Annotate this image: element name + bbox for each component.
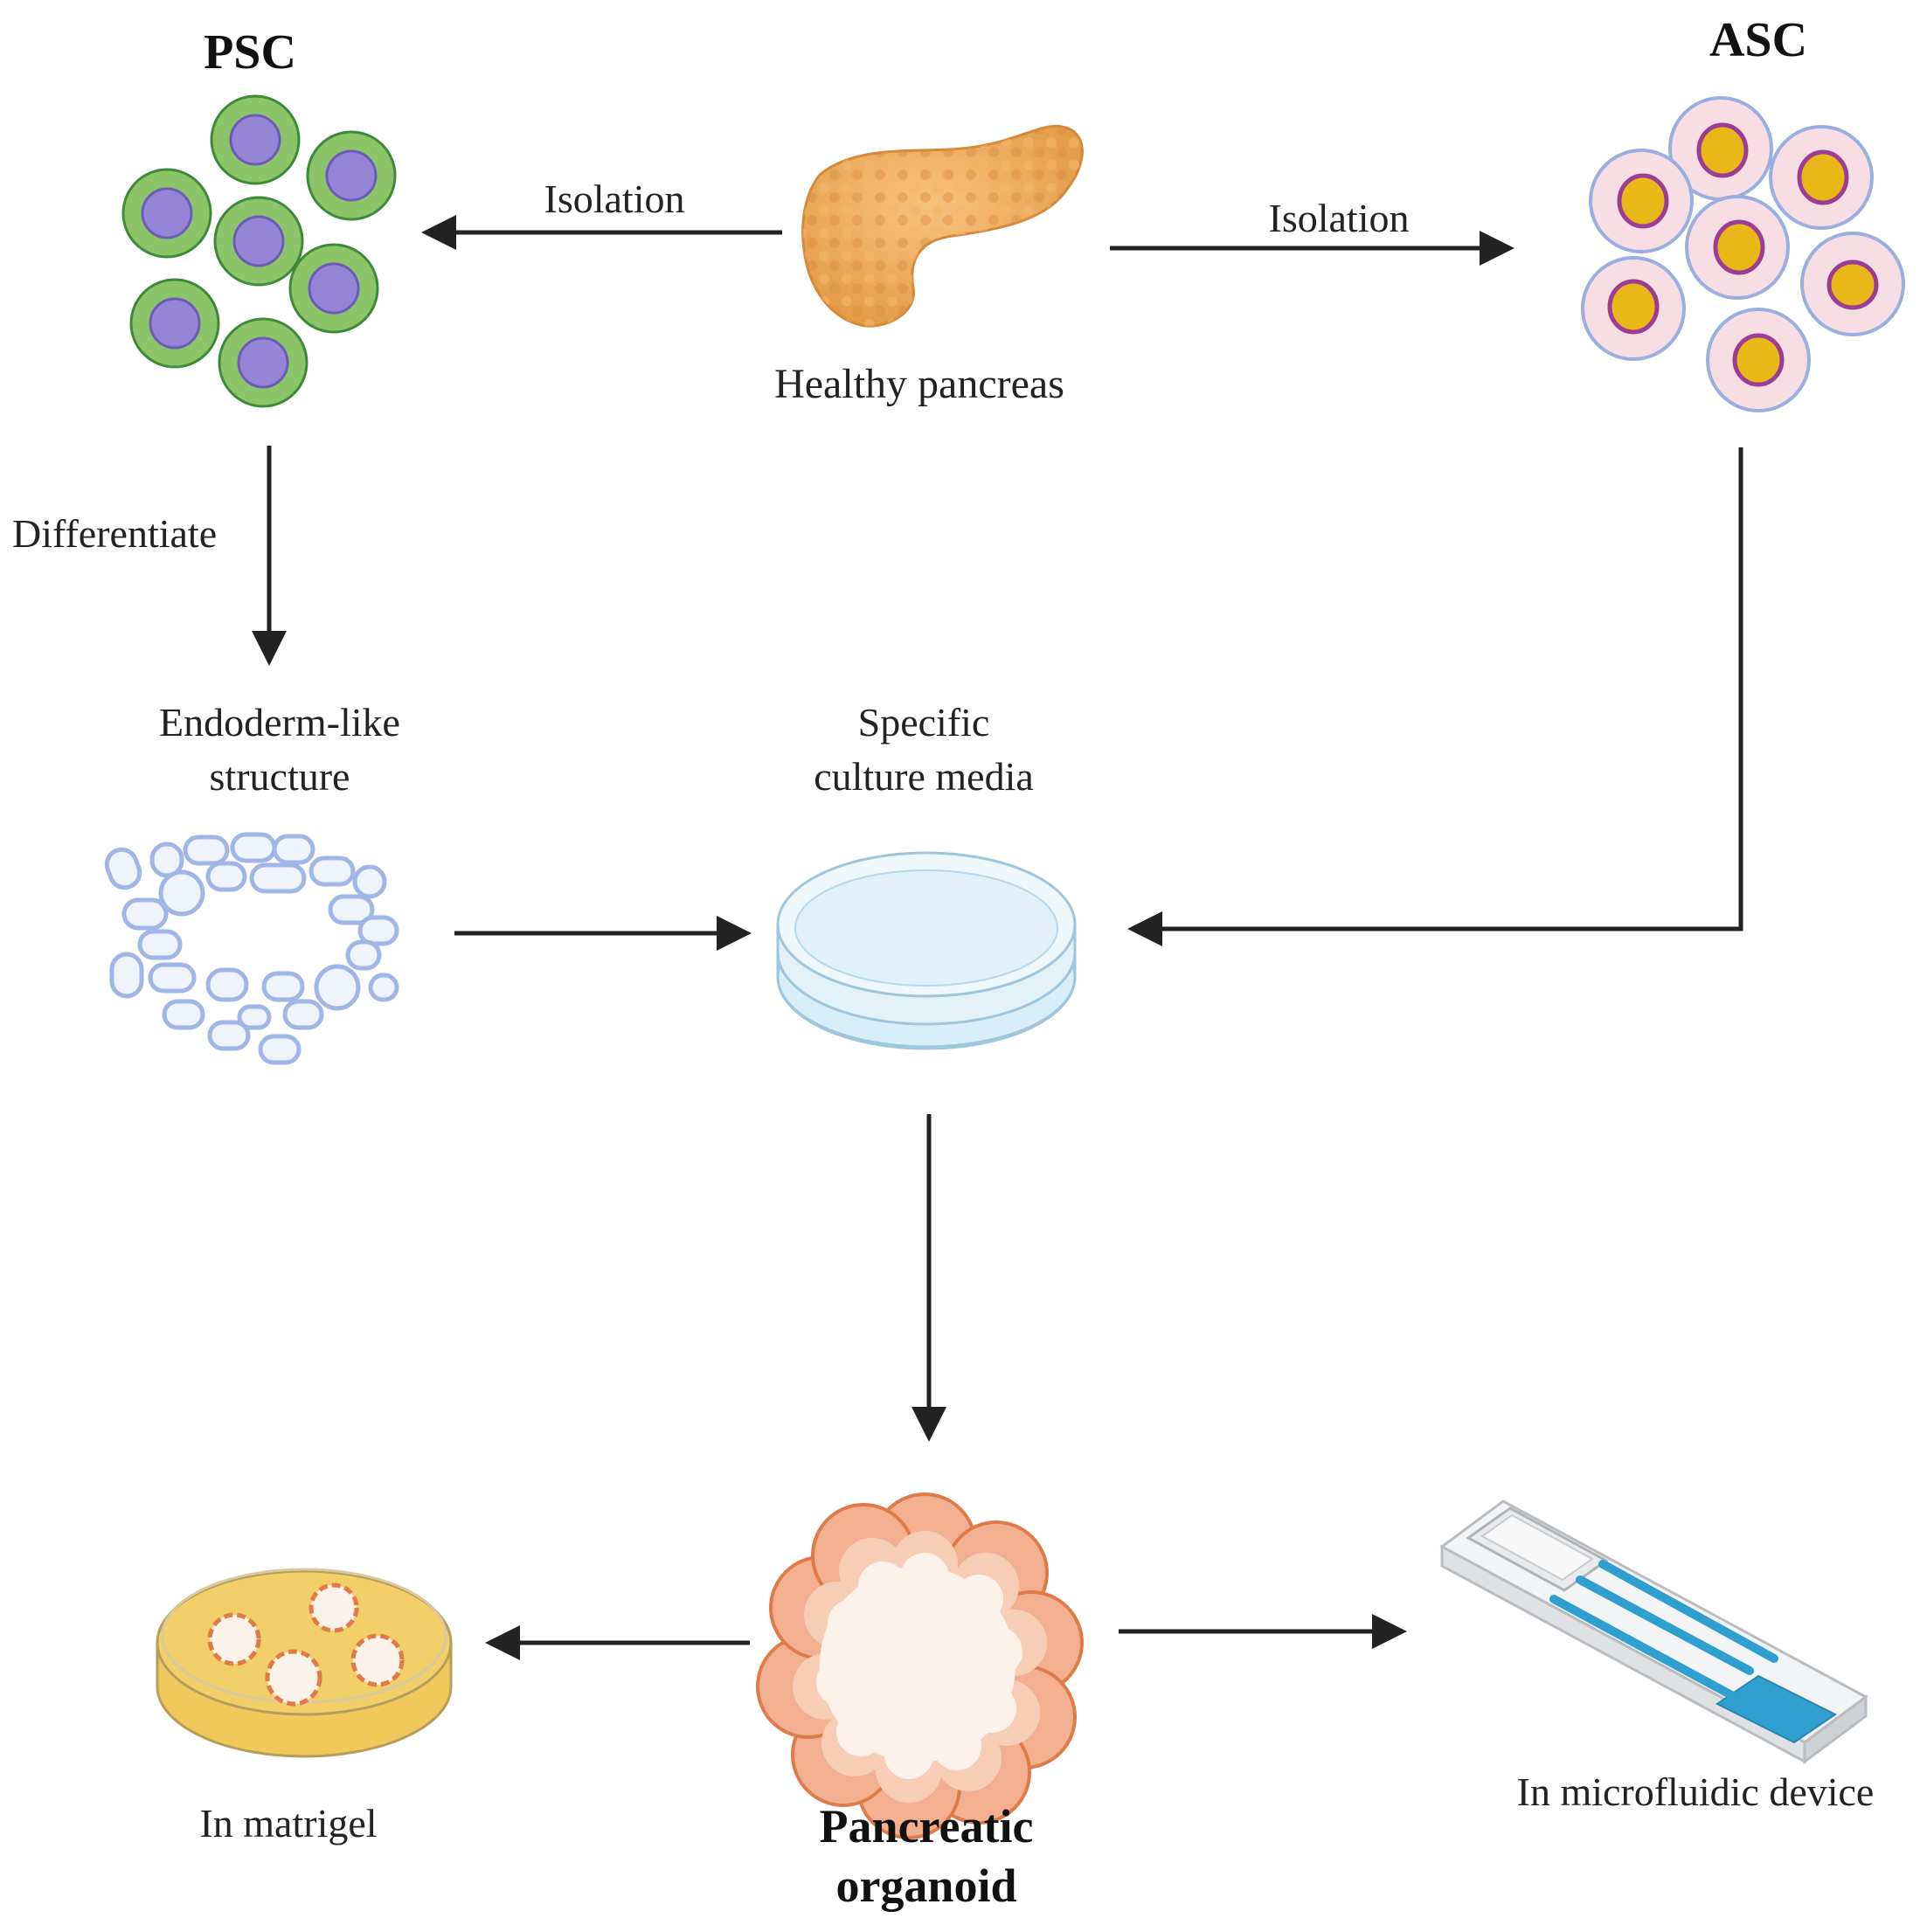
- asc-title: ASC: [1709, 13, 1807, 67]
- healthy-pancreas-label: Healthy pancreas: [774, 361, 1064, 407]
- endoderm-label-line1: Endoderm-like: [159, 700, 400, 744]
- matrigel-label: In matrigel: [199, 1801, 377, 1845]
- organoid-label-line1: Pancreatic: [820, 1800, 1034, 1852]
- endoderm-label-line2: structure: [210, 754, 350, 799]
- asc-to-media-arrow: [1127, 447, 1743, 946]
- isolation-label-left: Isolation: [544, 177, 685, 221]
- microfluidic-label: In microfluidic device: [1517, 1769, 1875, 1814]
- pancreas-illustration: [801, 124, 1084, 328]
- isolation-label-right: Isolation: [1269, 196, 1410, 240]
- pancreatic-organoid-illustration: [756, 1492, 1084, 1839]
- culture-media-dish: [776, 851, 1077, 1050]
- organoid-label-line2: organoid: [835, 1859, 1016, 1912]
- media-label-line1: Specific: [858, 700, 990, 744]
- differentiate-label: Differentiate: [12, 511, 217, 556]
- media-label-line2: culture media: [814, 754, 1034, 799]
- asc-cell-cluster: [1581, 96, 1905, 412]
- matrigel-dish: [156, 1568, 453, 1758]
- psc-title: PSC: [204, 25, 296, 80]
- psc-cell-cluster: [121, 94, 397, 408]
- endoderm-like-structure: [104, 832, 399, 1065]
- microfluidic-device: [1439, 1499, 1868, 1764]
